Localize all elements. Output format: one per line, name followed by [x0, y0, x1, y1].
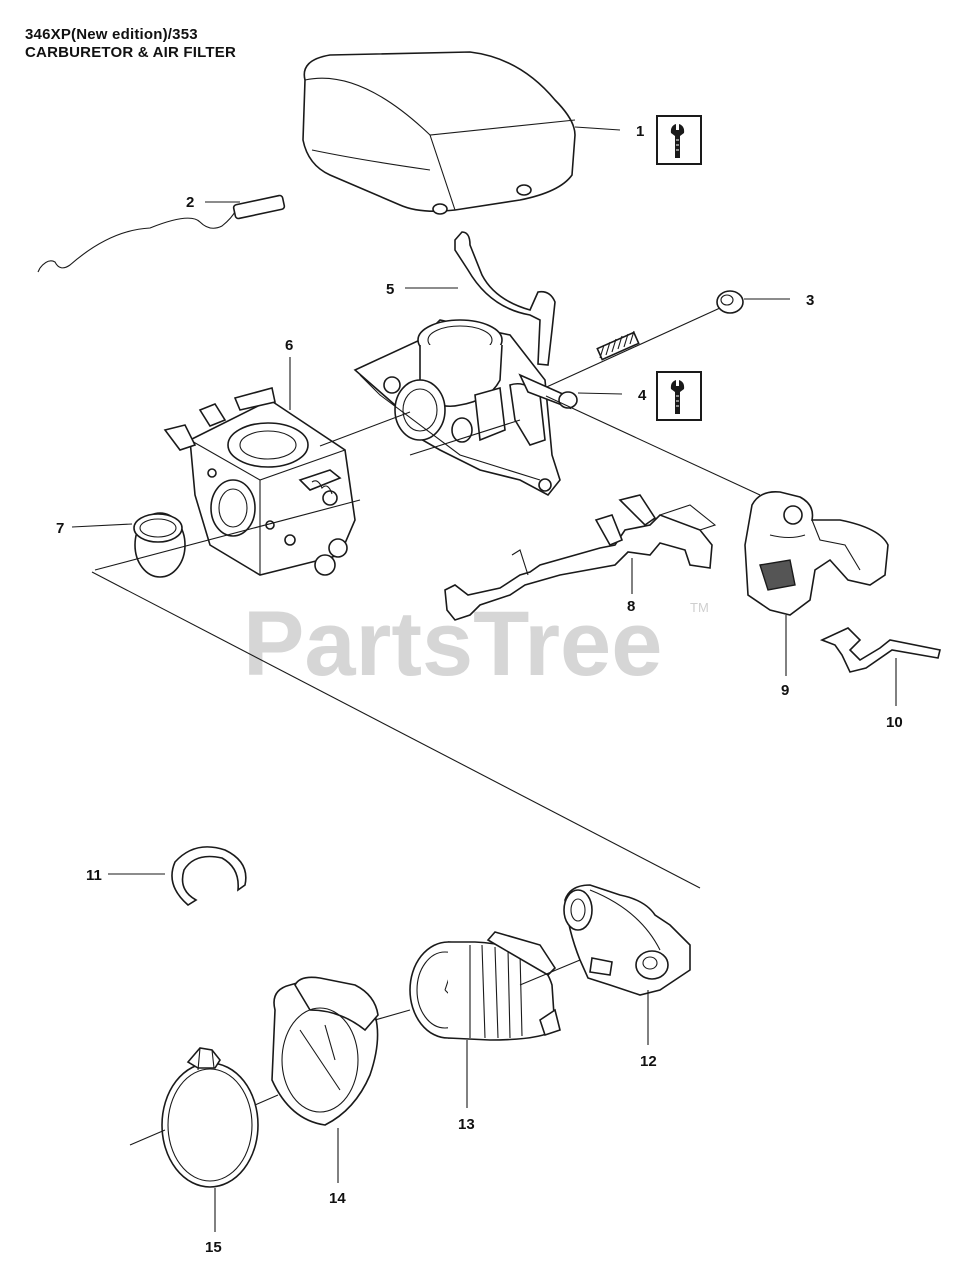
callout-14[interactable]: 14 [329, 1190, 346, 1207]
part-7-gasket-ring[interactable] [133, 512, 186, 578]
part-8-throttle-rod[interactable] [444, 494, 717, 621]
callout-8[interactable]: 8 [627, 598, 635, 615]
part-11-snap-ring[interactable] [171, 846, 247, 906]
part-3-cap[interactable] [716, 290, 744, 314]
tool-badge-part-4[interactable] [656, 371, 702, 421]
wrench-icon [670, 380, 685, 414]
part-9-lever-housing[interactable] [744, 490, 889, 616]
callout-12[interactable]: 12 [640, 1053, 657, 1070]
callout-10[interactable]: 10 [886, 714, 903, 731]
assembly-line-lever [545, 395, 761, 496]
section-title: CARBURETOR & AIR FILTER [25, 44, 236, 61]
callout-3[interactable]: 3 [806, 292, 814, 309]
part-10-spring-clip[interactable] [819, 627, 941, 673]
callout-4[interactable]: 4 [638, 387, 647, 404]
part-1-air-filter-cover[interactable] [302, 51, 576, 215]
callout-5[interactable]: 5 [386, 281, 394, 298]
assembly-line-housing-rod [409, 419, 521, 456]
part-13-intake-boot[interactable] [409, 931, 561, 1041]
callout-13[interactable]: 13 [458, 1116, 475, 1133]
callout-1[interactable]: 1 [636, 123, 644, 140]
part-2-wire-clip[interactable] [37, 194, 286, 273]
part-12-mount-collar[interactable] [563, 884, 691, 996]
assembly-line-carb-housing [319, 411, 411, 447]
assembly-line-intake [129, 959, 581, 1146]
callout-9[interactable]: 9 [781, 682, 789, 699]
wrench-icon [670, 124, 685, 158]
callout-15[interactable]: 15 [205, 1239, 222, 1256]
leader-7 [71, 523, 133, 528]
callout-7[interactable]: 7 [56, 520, 64, 537]
part-6-carburetor[interactable] [163, 387, 356, 576]
model-title: 346XP(New edition)/353 [25, 26, 198, 43]
callout-6[interactable]: 6 [285, 337, 293, 354]
part-15-hose-clamp[interactable] [161, 1047, 259, 1188]
assembly-line-carb [94, 499, 361, 571]
callout-2[interactable]: 2 [186, 194, 194, 211]
part-14-flange[interactable] [271, 976, 379, 1126]
part-4-screw[interactable] [539, 307, 721, 391]
part-5-bracket[interactable] [454, 231, 556, 366]
assembly-line-main [91, 571, 701, 889]
watermark-trademark: TM [690, 600, 709, 615]
leader-4 [577, 392, 623, 395]
callout-11[interactable]: 11 [86, 867, 102, 884]
leader-1 [574, 126, 621, 131]
tool-badge-part-1[interactable] [656, 115, 702, 165]
